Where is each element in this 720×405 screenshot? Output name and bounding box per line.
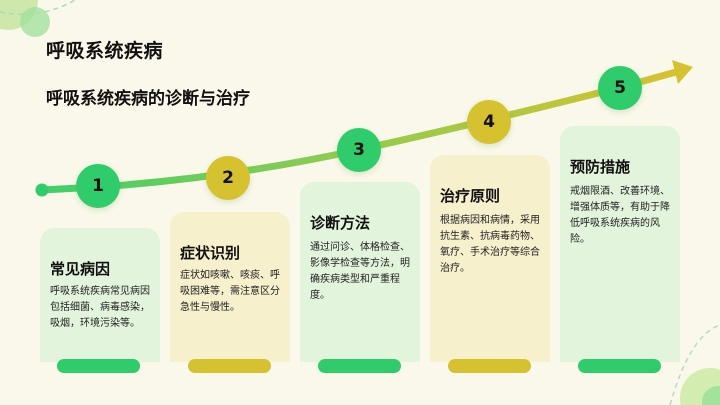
card-text: 症状如咳嗽、咳痰、呼吸困难等，需注意区分急性与慢性。 (180, 270, 280, 313)
step-number: 4 (483, 112, 495, 132)
card-bar-2 (188, 359, 271, 373)
card-title: 治疗原则 (440, 187, 501, 205)
step-number: 1 (92, 176, 104, 196)
card-title: 症状识别 (180, 244, 241, 262)
card-common-causes: 常见病因 呼吸系统疾病常见病因包括细菌、病毒感染，吸烟，环境污染等。 (40, 228, 160, 362)
card-title: 诊断方法 (310, 214, 371, 232)
card-text: 通过问诊、体格检查、影像学检查等方法，明确疾病类型和严重程度。 (310, 242, 410, 301)
card-text: 戒烟限酒、改善环境、增强体质等，有助于降低呼吸系统疾病的风险。 (570, 186, 670, 245)
card-title: 预防措施 (570, 158, 631, 176)
step-badge-1: 1 (76, 164, 120, 208)
card-prevention: 预防措施 戒烟限酒、改善环境、增强体质等，有助于降低呼吸系统疾病的风险。 (560, 126, 680, 362)
step-badge-4: 4 (467, 100, 511, 144)
card-symptoms: 症状识别 症状如咳嗽、咳痰、呼吸困难等，需注意区分急性与慢性。 (170, 212, 290, 362)
card-bar-1 (57, 359, 140, 373)
step-badge-3: 3 (337, 128, 381, 172)
card-bar-4 (448, 359, 531, 373)
page-subtitle: 呼吸系统疾病的诊断与治疗 (46, 89, 250, 109)
card-diagnosis: 诊断方法 通过问诊、体格检查、影像学检查等方法，明确疾病类型和严重程度。 (300, 182, 420, 362)
decor-top-left (0, 0, 76, 37)
card-treatment: 治疗原则 根据病因和病情，采用抗生素、抗病毒药物、氧疗、手术治疗等综合治疗。 (430, 155, 550, 362)
card-bar-3 (318, 359, 401, 373)
card-bar-5 (578, 359, 661, 373)
step-number: 2 (222, 168, 234, 188)
step-number: 3 (353, 140, 365, 160)
decor-bottom-right (669, 324, 720, 405)
step-badge-2: 2 (206, 156, 250, 200)
card-title: 常见病因 (50, 260, 111, 278)
step-number: 5 (614, 78, 626, 98)
page-title: 呼吸系统疾病 (46, 40, 164, 62)
card-text: 呼吸系统疾病常见病因包括细菌、病毒感染，吸烟，环境污染等。 (50, 286, 150, 329)
card-text: 根据病因和病情，采用抗生素、抗病毒药物、氧疗、手术治疗等综合治疗。 (440, 215, 540, 274)
step-badge-5: 5 (598, 66, 642, 110)
